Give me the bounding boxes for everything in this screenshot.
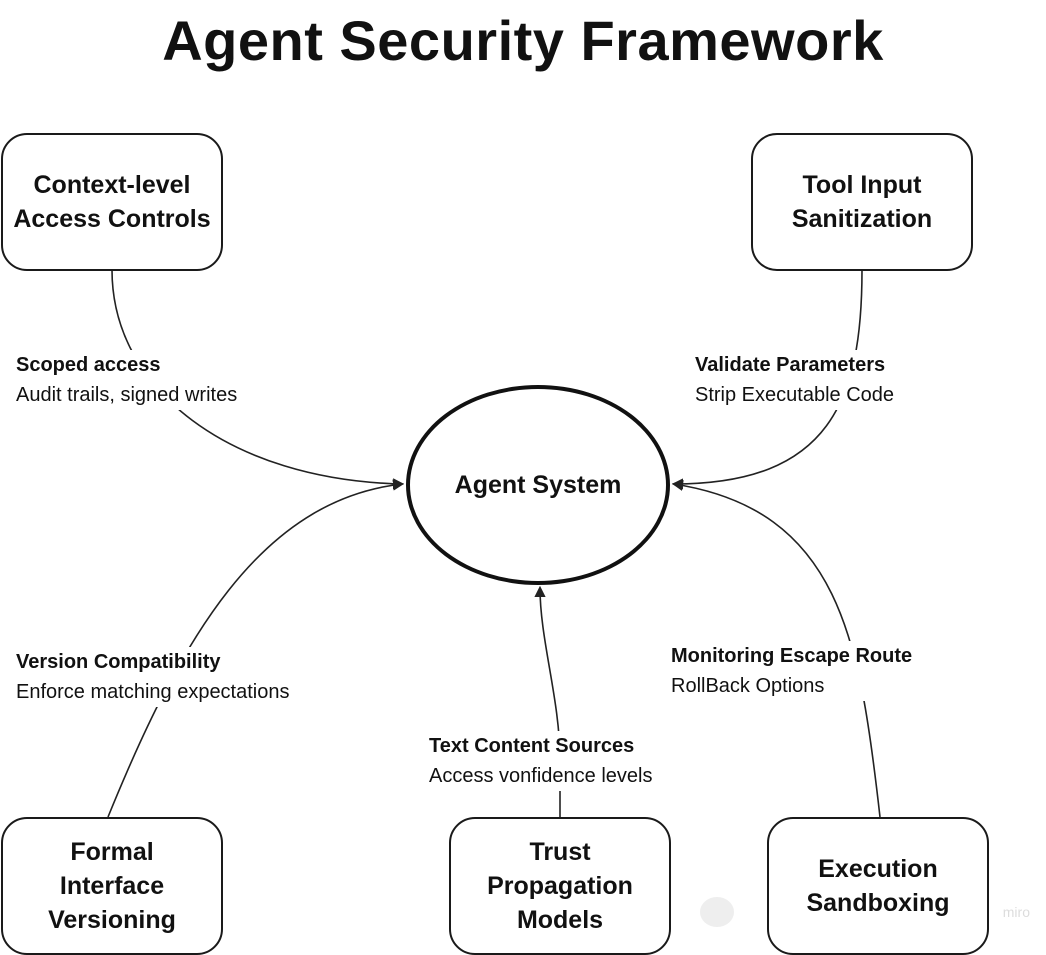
edge-title: Monitoring Escape Route [671, 645, 913, 667]
edge-title: Validate Parameters [695, 354, 886, 376]
edge-label-text-content-sources: Text Content Sources Access vonfidence l… [427, 731, 655, 791]
edge-detail: Access vonfidence levels [429, 765, 653, 787]
connector-bottom-left [107, 479, 405, 818]
node-execution-sandboxing: Execution Sandboxing [767, 817, 989, 955]
edge-detail: RollBack Options [671, 675, 825, 697]
chat-bubble-icon [700, 897, 734, 927]
edge-title: Scoped access [16, 354, 161, 376]
node-agent-system: Agent System [406, 385, 670, 585]
node-tool-input-sanitization: Tool Input Sanitization [751, 133, 973, 271]
edge-detail: Audit trails, signed writes [16, 384, 238, 406]
edge-title: Version Compatibility [16, 651, 221, 673]
edge-label-version-compatibility: Version Compatibility Enforce matching e… [14, 647, 292, 707]
node-formal-interface-versioning: Formal Interface Versioning [1, 817, 223, 955]
edge-label-validate-parameters: Validate Parameters Strip Executable Cod… [693, 350, 897, 410]
node-trust-propagation-models: Trust Propagation Models [449, 817, 671, 955]
edge-detail: Strip Executable Code [695, 384, 895, 406]
connector-bottom-right [671, 479, 881, 818]
connector-top-left [111, 269, 405, 490]
connector-top-right [671, 269, 863, 490]
diagram-title: Agent Security Framework [162, 9, 884, 72]
watermark: miro [700, 890, 1030, 934]
node-context-access-controls: Context-level Access Controls [1, 133, 223, 271]
edge-label-scoped-access: Scoped access Audit trails, signed write… [14, 350, 240, 410]
edge-title: Text Content Sources [429, 735, 635, 757]
edge-label-monitoring-escape-route: Monitoring Escape Route RollBack Options [669, 641, 915, 701]
watermark-brand: miro [1002, 904, 1030, 920]
edge-detail: Enforce matching expectations [16, 681, 290, 703]
